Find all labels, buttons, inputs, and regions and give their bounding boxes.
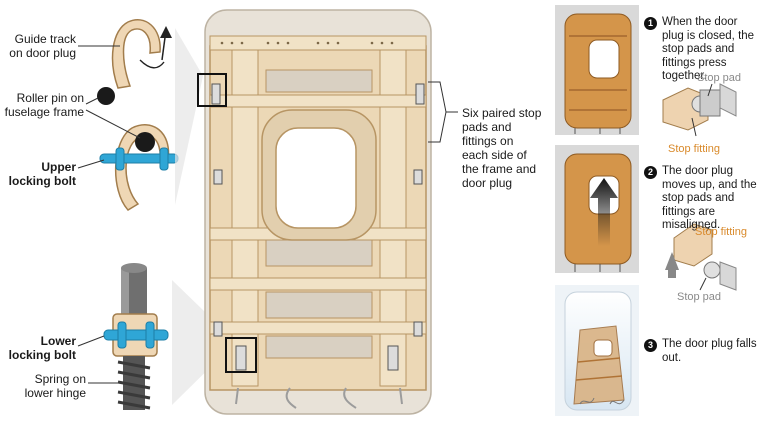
step-text: When the door plug is closed, the stop p… (662, 16, 755, 82)
lower-highlight-box (225, 337, 257, 373)
guide-track-label: Guide track on door plug (9, 32, 76, 60)
arrow-up-icon (160, 26, 172, 38)
arrow-up-icon (665, 252, 679, 270)
roller-pin-label: Roller pin on fuselage frame (4, 91, 84, 119)
lower-bolt-illustration (103, 263, 169, 410)
step3-illustration (555, 285, 639, 416)
step1-stop-fitting-tag: Stop fitting (668, 143, 720, 155)
roller-pin-icon (97, 87, 115, 105)
step1-stop-pad-tag: Stop pad (697, 72, 742, 84)
arrow-up-icon (590, 178, 618, 246)
upper-highlight-box (197, 73, 227, 107)
step-text: The door plug falls out. (662, 338, 757, 364)
door-frame-illustration (197, 9, 432, 415)
step2-stop-pad-tag: Stop pad (677, 291, 722, 303)
step-number: 2 (644, 166, 657, 179)
upper-bolt-illustration (99, 124, 179, 211)
step-3: 3 The door plug falls out. (644, 338, 757, 365)
step2-illustration (555, 145, 737, 291)
step-number: 3 (644, 339, 657, 352)
lower-bolt-label: Lower locking bolt (8, 334, 76, 362)
step-2: 2 The door plug moves up, and the stop p… (644, 165, 757, 233)
guide-track-illustration (111, 19, 172, 89)
step-number: 1 (644, 17, 657, 30)
step1-illustration (555, 5, 737, 137)
spring-label: Spring on lower hinge (24, 372, 86, 400)
upper-bolt-label: Upper locking bolt (8, 160, 76, 188)
step-1: 1 When the door plug is closed, the stop… (644, 16, 757, 84)
step-text: The door plug moves up, and the stop pad… (662, 165, 757, 231)
stop-pads-label: Six paired stop pads and fittings on eac… (462, 106, 542, 190)
step2-stop-fitting-tag: Stop fitting (695, 226, 747, 238)
